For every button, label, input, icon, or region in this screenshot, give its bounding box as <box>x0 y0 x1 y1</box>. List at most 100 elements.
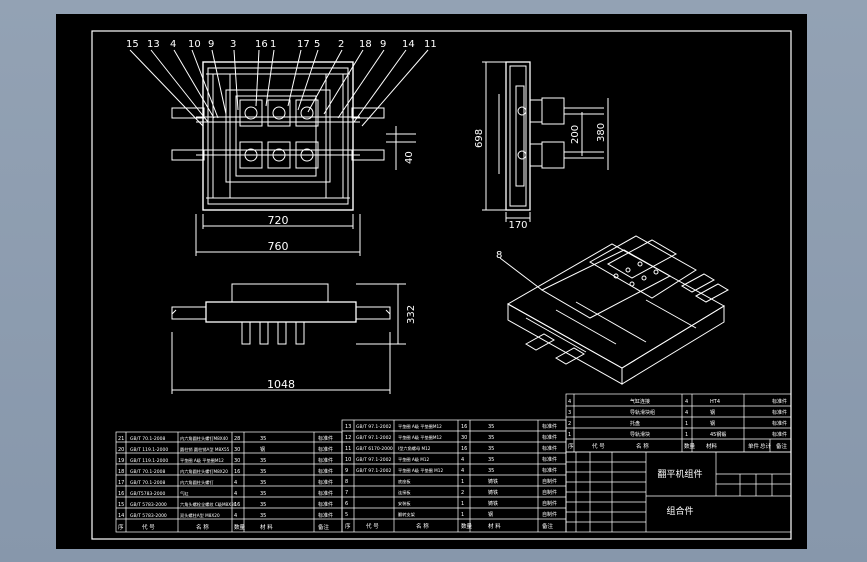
bom-cell: 标准件 <box>318 501 333 508</box>
bom-cell: 14 <box>118 513 124 519</box>
bom-cell: 21 <box>118 436 124 442</box>
balloon-label: 16 <box>255 39 268 50</box>
bom-header: 数量 <box>234 523 246 531</box>
bom-cell: 15 <box>118 502 124 508</box>
bom-cell: 16 <box>118 491 124 497</box>
bom-cell: 19 <box>118 458 124 464</box>
bom-cell: 1 <box>685 432 688 438</box>
bom-cell: 标准件 <box>542 445 557 452</box>
bom-cell: GB/T5783-2000 <box>130 491 166 497</box>
bom-cell: 标准件 <box>318 512 333 519</box>
bom-cell: 内六角圆柱头螺钉 <box>180 479 214 486</box>
bom-cell: 35 <box>260 491 266 497</box>
bom-cell: 底座板 <box>398 478 411 485</box>
bom-cell: 4 <box>234 491 237 497</box>
bom-header: 名 称 <box>636 442 649 450</box>
front-view <box>171 283 406 394</box>
bom-cell: 标准件 <box>318 435 333 442</box>
dimension-label: 1048 <box>267 378 295 391</box>
isometric-view <box>499 235 730 385</box>
bom-cell: 17 <box>118 480 124 486</box>
dimension-label: 170 <box>508 220 527 231</box>
bom-cell: 4 <box>234 480 237 486</box>
bom-cell: 4 <box>461 468 464 474</box>
bom-cell: 安装板 <box>398 500 411 507</box>
bom-cell: 标准件 <box>318 479 333 486</box>
bom-cell: 翻转支架 <box>398 511 415 518</box>
balloon-label: 13 <box>147 39 160 50</box>
bom-cell: 内六角圆柱头螺钉M8X40 <box>180 435 228 442</box>
bom-cell: 气缸连接 <box>630 398 650 405</box>
dimension-label: 332 <box>406 305 417 324</box>
bom-cell: GB/T 5783-2000 <box>130 502 167 508</box>
bom-cell: 标准件 <box>542 456 557 463</box>
bom-cell: 16 <box>234 469 240 475</box>
balloon-label: 10 <box>188 39 201 50</box>
bom-cell: 内六角圆柱头螺钉M8X20 <box>180 468 228 475</box>
bom-cell: 30 <box>461 435 467 441</box>
bom-cell: 30 <box>234 458 240 464</box>
bom-cell: 气缸 <box>180 490 189 496</box>
bom-cell: 35 <box>488 424 494 430</box>
bom-cell: 6 <box>345 501 348 507</box>
bom-cell: GB/T 6170-2000 <box>356 446 393 452</box>
bom-cell: 10 <box>345 457 351 463</box>
bom-cell: 18 <box>118 469 124 475</box>
bom-cell: 3 <box>568 410 571 416</box>
balloon-label: 5 <box>314 39 320 50</box>
balloon-label: 3 <box>230 39 236 50</box>
title-block <box>565 451 792 533</box>
bom-cell: 标准件 <box>772 398 787 405</box>
bom-cell: 铸铁 <box>488 478 498 485</box>
bom-cell: 自制件 <box>542 489 557 496</box>
bom-cell: 8 <box>345 479 348 485</box>
bom-header: 序 <box>118 523 124 531</box>
balloon-label: 4 <box>170 39 176 50</box>
bom-cell: GB/T 70.1-2008 <box>130 436 166 442</box>
bom-header: 总计 <box>760 442 772 450</box>
bom-cell: 标准件 <box>318 457 333 464</box>
bom-cell: I型六角螺母 M12 <box>398 445 431 452</box>
bom-cell: 2 <box>568 421 571 427</box>
bom-cell: HT4 <box>710 399 720 405</box>
bom-cell: 13 <box>345 424 351 430</box>
bom-cell: 标准件 <box>542 434 557 441</box>
bom-cell: 9 <box>345 468 348 474</box>
bom-cell: GB/T 119.1-2000 <box>130 447 168 453</box>
bom-header: 备注 <box>542 522 554 530</box>
bom-cell: 1 <box>461 512 464 518</box>
bom-header: 材 料 <box>260 523 273 531</box>
bom-cell: 35 <box>260 458 266 464</box>
bom-cell: 16 <box>461 446 467 452</box>
bom-header: 代 号 <box>366 522 379 530</box>
bom-header: 材料 <box>706 442 718 450</box>
side-view <box>482 61 609 222</box>
balloon-label: 11 <box>424 39 437 50</box>
bom-cell: 1 <box>461 479 464 485</box>
bom-cell: 28 <box>234 436 240 442</box>
bom-left-table <box>115 431 343 533</box>
bom-cell: GB/T 70.1-2008 <box>130 469 166 475</box>
bom-cell: 2 <box>461 490 464 496</box>
bom-cell: 5 <box>345 512 348 518</box>
bom-header: 备注 <box>776 442 788 450</box>
bom-cell: 35 <box>260 469 266 475</box>
dimension-label: 40 <box>404 151 415 164</box>
bom-cell: GB/T 97.1-2002 <box>356 435 392 441</box>
bom-cell: 1 <box>568 432 571 438</box>
bom-header: 单件 <box>748 442 760 450</box>
title-drawing-name: 翻平机组件 <box>657 468 702 480</box>
bom-cell: 标准件 <box>772 431 787 438</box>
bom-cell: 平垫圈 A级 M12 <box>398 456 430 463</box>
bom-cell: 4 <box>461 457 464 463</box>
bom-cell: 六角头螺栓全螺纹 C级M8X30 <box>180 501 237 508</box>
bom-cell: 平垫圈 A级 平垫圈M12 <box>398 434 442 441</box>
bom-cell: 自制件 <box>542 511 557 518</box>
bom-cell: 标准件 <box>542 467 557 474</box>
bom-cell: 标准件 <box>318 490 333 497</box>
bom-cell: 4 <box>568 399 571 405</box>
bom-cell: 30 <box>234 447 240 453</box>
bom-cell: 标准件 <box>772 409 787 416</box>
